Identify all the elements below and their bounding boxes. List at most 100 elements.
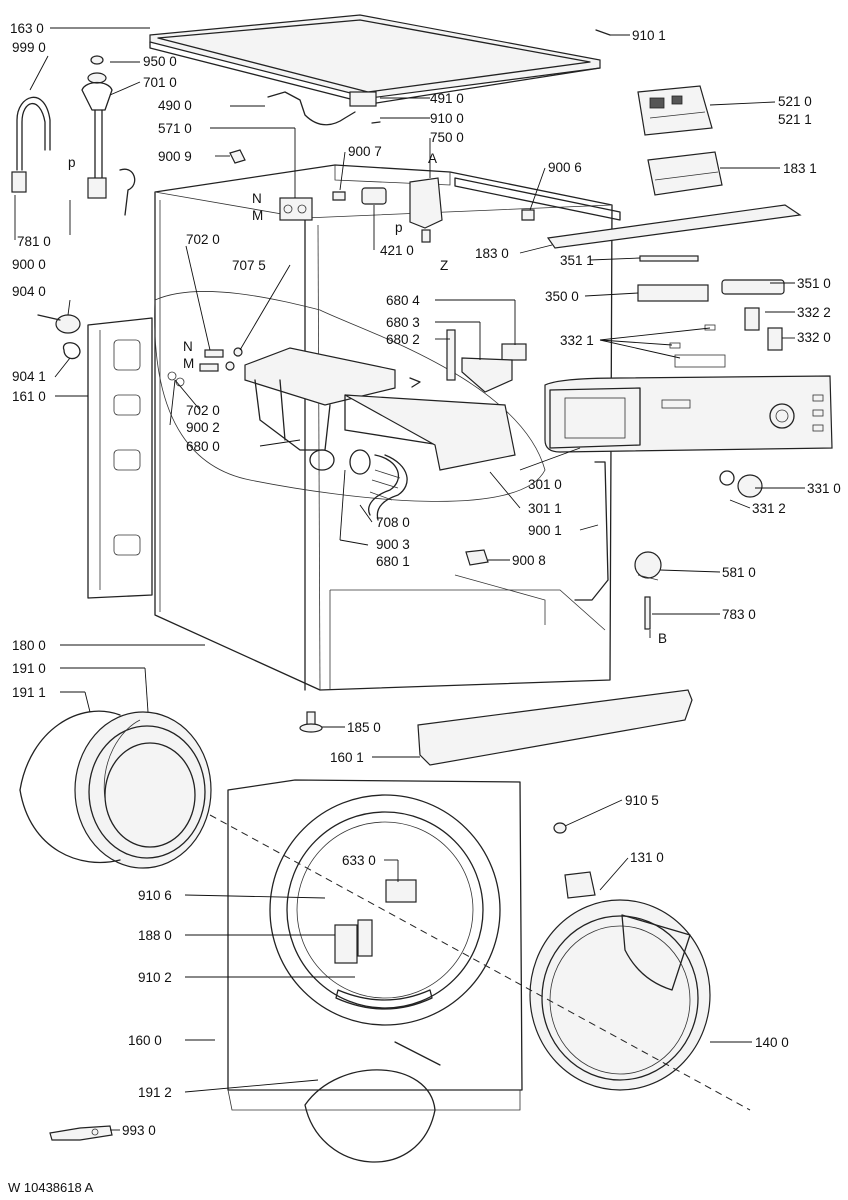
kickplate-160-1	[417, 689, 693, 766]
callout-999-0: 999 0	[12, 40, 46, 55]
part-6802	[409, 377, 421, 388]
callout-910-5: 910 5	[625, 793, 659, 808]
part-6803	[461, 357, 513, 393]
connectors-702	[167, 347, 243, 387]
cable-490	[267, 91, 356, 126]
callout-702-0-lower: 702 0	[186, 403, 220, 418]
door-140	[529, 899, 711, 1091]
valve-750	[409, 177, 443, 243]
callout-904-0: 904 0	[12, 284, 46, 299]
part-6804	[501, 343, 527, 361]
callout-581-0: 581 0	[722, 565, 756, 580]
callout-332-2: 332 2	[797, 305, 831, 320]
callout-910-2: 910 2	[138, 970, 172, 985]
rail-183	[546, 204, 802, 249]
callout-163-0: 163 0	[10, 21, 44, 36]
callout-301-0: 301 0	[528, 477, 562, 492]
callout-185-0: 185 0	[347, 720, 381, 735]
callout-160-0: 160 0	[128, 1033, 162, 1048]
callout-331-2: 331 2	[752, 501, 786, 516]
marker-a: A	[428, 151, 437, 166]
callout-332-0: 332 0	[797, 330, 831, 345]
callout-900-3: 900 3	[376, 537, 410, 552]
callout-571-0: 571 0	[158, 121, 192, 136]
back-panel-161	[87, 317, 153, 599]
callout-140-0: 140 0	[755, 1035, 789, 1050]
callout-191-2: 191 2	[138, 1085, 172, 1100]
callout-421-0: 421 0	[380, 243, 414, 258]
letter-markers: p p A Z B N M N M	[68, 151, 667, 646]
callout-labels: 163 0 910 1 999 0 950 0 701 0 490 0 491 …	[10, 21, 841, 1138]
inlet-valve-571	[279, 197, 313, 221]
callout-783-0: 783 0	[722, 607, 756, 622]
callout-332-1: 332 1	[560, 333, 594, 348]
hose-680-1	[349, 449, 408, 521]
callout-900-1: 900 1	[528, 523, 562, 538]
suppressor-421	[361, 187, 387, 205]
screw-9100	[371, 121, 381, 124]
callout-750-0: 750 0	[430, 130, 464, 145]
callout-680-1: 680 1	[376, 554, 410, 569]
callout-351-1: 351 1	[560, 253, 594, 268]
door-lock-633	[385, 879, 417, 903]
callout-702-0-upper: 702 0	[186, 232, 220, 247]
clip-9006	[521, 209, 535, 221]
callout-521-0: 521 0	[778, 94, 812, 109]
leader-lines	[14, 27, 805, 1131]
callout-191-0: 191 0	[12, 661, 46, 676]
callout-680-4: 680 4	[386, 293, 420, 308]
tube-6803b	[446, 329, 456, 381]
drain-part-904	[37, 314, 81, 360]
callout-910-1: 910 1	[632, 28, 666, 43]
callout-131-0: 131 0	[630, 850, 664, 865]
marker-n-lower: N	[183, 339, 193, 354]
callout-900-7: 900 7	[348, 144, 382, 159]
marker-p-valve: p	[395, 220, 403, 235]
callout-910-0: 910 0	[430, 111, 464, 126]
strip-351-1	[639, 255, 699, 262]
top-cover-163	[149, 14, 601, 105]
callout-993-0: 993 0	[122, 1123, 156, 1138]
cap-950	[90, 55, 104, 65]
tool-993	[49, 1125, 113, 1141]
clamp-191-2	[304, 1069, 436, 1163]
marker-m-upper: M	[252, 208, 263, 223]
hose-701	[81, 72, 136, 216]
screw-910-5	[553, 822, 567, 834]
drawer-301-1	[344, 394, 516, 471]
pressure-switch-581	[634, 551, 662, 581]
callout-701-0: 701 0	[143, 75, 177, 90]
callout-904-1: 904 1	[12, 369, 46, 384]
callout-350-0: 350 0	[545, 289, 579, 304]
marker-p-left: p	[68, 155, 76, 170]
callout-183-1: 183 1	[783, 161, 817, 176]
clip-9007	[332, 191, 346, 201]
callout-180-0: 180 0	[12, 638, 46, 653]
plug-491	[349, 91, 377, 107]
pin-783	[644, 596, 651, 630]
callout-183-0: 183 0	[475, 246, 509, 261]
clip-9008	[465, 549, 489, 566]
drawer-zone-outline	[154, 291, 546, 502]
callout-301-1: 301 1	[528, 501, 562, 516]
callout-491-0: 491 0	[430, 91, 464, 106]
callout-950-0: 950 0	[143, 54, 177, 69]
callout-707-5: 707 5	[232, 258, 266, 273]
callout-900-9: 900 9	[158, 149, 192, 164]
callout-521-1: 521 1	[778, 112, 812, 127]
door-gasket-191	[74, 711, 212, 869]
callout-331-0: 331 0	[807, 481, 841, 496]
callout-680-3: 680 3	[386, 315, 420, 330]
spring-191-2	[394, 1041, 441, 1066]
callout-633-0: 633 0	[342, 853, 376, 868]
board-350	[637, 284, 709, 302]
hose-999	[11, 96, 51, 193]
marker-z: Z	[440, 258, 448, 273]
foot-185	[299, 711, 323, 733]
callout-680-0: 680 0	[186, 439, 220, 454]
callout-900-0: 900 0	[12, 257, 46, 272]
callout-680-2: 680 2	[386, 332, 420, 347]
callout-781-0: 781 0	[17, 234, 51, 249]
part-131	[564, 871, 596, 899]
